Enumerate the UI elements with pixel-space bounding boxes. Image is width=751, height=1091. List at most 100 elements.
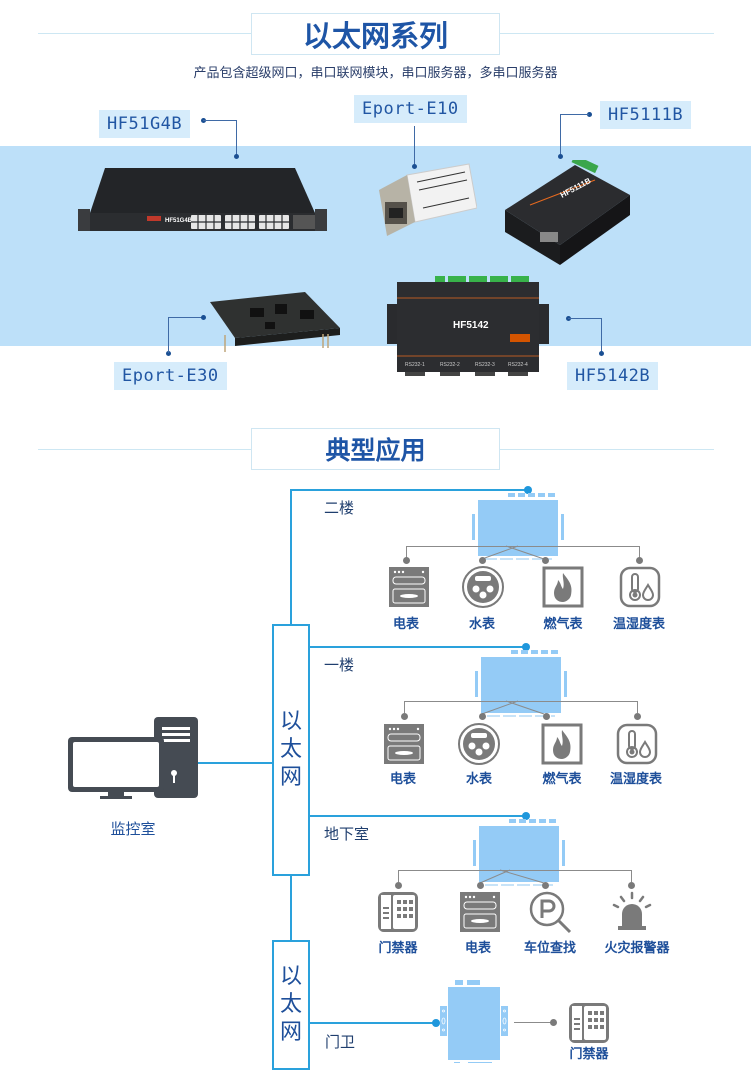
tree-line (481, 700, 545, 715)
control-room-label: 监控室 (110, 820, 156, 838)
tree-line (514, 1022, 554, 1023)
water-meter-icon (462, 566, 504, 608)
device-label: 门禁器 (569, 1047, 609, 1062)
connection-dot (432, 1019, 440, 1027)
module-eport-e30-image (210, 292, 340, 352)
device-label: 温湿度表 (609, 772, 662, 787)
application-title: 典型应用 (251, 428, 500, 470)
connector-dot (412, 164, 417, 169)
product-tag-eport-e30[interactable]: Eport-E30 (114, 362, 227, 390)
connector-line (236, 120, 237, 155)
electric-meter-icon (384, 724, 424, 764)
ethernet-bus: 以 太 网 (272, 624, 310, 876)
server-hf5142b-image: HF5142 RS232-1 RS232-2 RS232-3 RS232-4 (387, 276, 549, 376)
svg-text:RS232-4: RS232-4 (508, 362, 528, 368)
water-meter-icon (458, 723, 500, 765)
temperature-humidity-icon (619, 566, 661, 608)
floor-label-1: 一楼 (324, 656, 355, 674)
tree-dot (542, 882, 549, 889)
connector-dot (599, 351, 604, 356)
device-label: 温湿度表 (612, 617, 665, 632)
serial-server-device[interactable] (475, 650, 567, 717)
device-label: 水表 (468, 617, 495, 632)
floor-label-2: 二楼 (324, 499, 355, 517)
connector-line (168, 317, 203, 318)
tree-dot (401, 713, 408, 720)
product-tag-hf5111b[interactable]: HF5111B (600, 101, 692, 129)
connector-dot (558, 154, 563, 159)
connection-dot (522, 812, 530, 820)
ethernet-char: 网 (279, 1020, 302, 1045)
device-label: 燃气表 (542, 772, 582, 787)
connector-dot (234, 154, 239, 159)
ethernet-line (310, 646, 528, 648)
tree-line (406, 546, 407, 558)
tree-line (639, 546, 640, 558)
tree-dot (477, 882, 484, 889)
ethernet-char: 太 (279, 737, 302, 762)
series-subtitle: 产品包含超级网口，串口联网模块，串口服务器，多串口服务器 (193, 66, 558, 81)
series-title: 以太网系列 (251, 13, 500, 55)
tree-dot (636, 557, 643, 564)
connector-line (561, 114, 589, 115)
parking-search-icon (529, 891, 572, 934)
connector-line (203, 120, 237, 121)
tree-line (481, 545, 545, 560)
ethernet-char: 以 (279, 964, 302, 989)
connector-dot (201, 315, 206, 320)
module-eport-e10-image (379, 163, 477, 236)
svg-text:RS232-2: RS232-2 (440, 362, 460, 368)
device-label: 车位查找 (523, 941, 576, 956)
device-label: 水表 (465, 772, 492, 787)
connector-line (568, 318, 602, 319)
device-label: 电表 (389, 772, 416, 787)
gate-serial-server-device[interactable] (440, 980, 516, 1065)
connector-line (168, 318, 169, 353)
tree-dot (395, 882, 402, 889)
connector-line (414, 126, 415, 164)
tree-dot (628, 882, 635, 889)
product-tag-hf5142b[interactable]: HF5142B (567, 362, 659, 390)
ethernet-line (310, 1022, 436, 1024)
ethernet-bus-gate: 以 太 网 (272, 940, 310, 1070)
floor-label-gate: 门卫 (325, 1033, 356, 1051)
access-control-icon (569, 1003, 609, 1043)
tree-line (404, 701, 405, 713)
tree-dot (479, 557, 486, 564)
svg-text:RS232-3: RS232-3 (475, 362, 495, 368)
connector-line (601, 318, 602, 352)
product-tag-hf51g4b[interactable]: HF51G4B (99, 110, 191, 138)
tree-line (398, 870, 632, 871)
connector-line (560, 114, 561, 154)
server-label: HF5142 (453, 320, 489, 331)
tree-dot (543, 713, 550, 720)
serial-server-device[interactable] (473, 819, 565, 886)
ethernet-line (310, 815, 528, 817)
ethernet-line (195, 762, 273, 764)
tree-dot (403, 557, 410, 564)
connection-dot (522, 643, 530, 651)
device-label: 门禁器 (378, 941, 418, 956)
gas-meter-icon (541, 723, 583, 765)
server-hf5111b-image: HF5111B (505, 160, 630, 265)
electric-meter-icon (389, 567, 429, 607)
connector-dot (166, 351, 171, 356)
ethernet-char: 以 (279, 709, 302, 734)
tree-line (404, 701, 638, 702)
access-control-icon (378, 892, 418, 932)
ethernet-char: 太 (279, 992, 302, 1017)
product-tag-eport-e10[interactable]: Eport-E10 (354, 95, 467, 123)
computer-icon (68, 717, 198, 799)
device-label: 电表 (392, 617, 419, 632)
tree-dot (542, 557, 549, 564)
switch-hf51g4b-image: HF51G4B (78, 168, 327, 231)
tree-line (479, 869, 545, 884)
device-label: 火灾报警器 (604, 941, 670, 956)
temperature-humidity-icon (616, 723, 658, 765)
connection-dot (524, 486, 532, 494)
ethernet-line (290, 489, 292, 626)
tree-line (631, 870, 632, 882)
device-label: 电表 (464, 941, 491, 956)
svg-text:RS232-1: RS232-1 (405, 362, 425, 368)
ethernet-line (290, 489, 528, 491)
